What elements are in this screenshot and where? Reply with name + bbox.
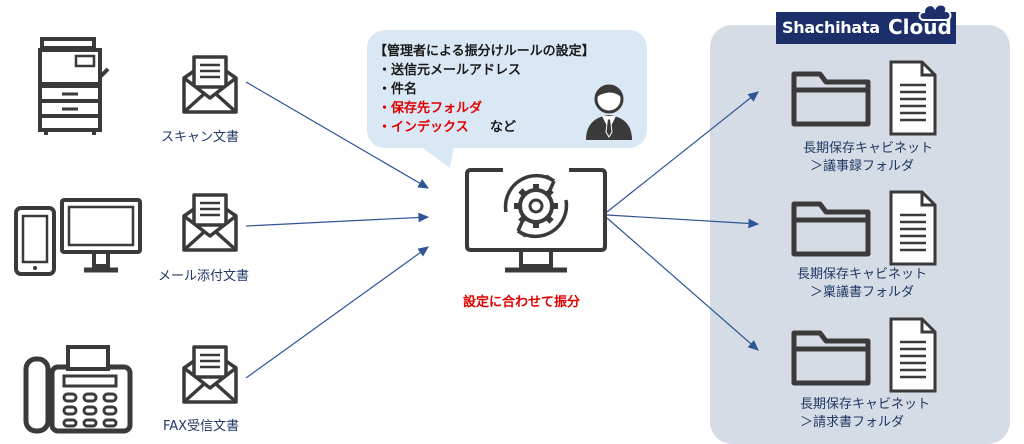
arrow-scan-to-sorter (245, 81, 430, 189)
rule-item-sender-address: ・送信元メールアドレス (378, 63, 522, 78)
fax-machine-icon (22, 343, 134, 435)
rule-title: 【管理者による振分けルールの設定】 (374, 44, 595, 59)
document-icon (888, 59, 938, 137)
rule-item-index: ・インデックス (378, 120, 469, 135)
folder-icon (790, 325, 872, 387)
destination-1-cabinet: 長期保存キャビネット (803, 141, 934, 156)
cloud-storage-panel (710, 25, 1010, 444)
source-label-mail: メール添付文書 (158, 269, 250, 284)
multifunction-printer-icon (36, 35, 110, 137)
arrow-sorter-to-folder-1 (606, 91, 759, 213)
sorter-label: 設定に合わせて振分 (463, 295, 581, 310)
logo-text-shachihata: Shachihata (782, 18, 880, 37)
document-icon (888, 316, 938, 394)
administrator-person-icon (582, 82, 636, 142)
rule-item-subject: ・件名 (378, 82, 418, 97)
monitor-gear-sync-icon (463, 160, 609, 278)
destination-1-folder: ＞議事録フォルダ (810, 159, 915, 174)
arrow-sorter-to-folder-2 (606, 214, 760, 229)
rule-suffix-etc: など (490, 120, 517, 135)
destination-2-folder: ＞稟議書フォルダ (810, 285, 915, 300)
arrow-fax-to-sorter (245, 246, 429, 379)
document-icon (888, 189, 938, 267)
source-label-fax: FAX受信文書 (163, 419, 240, 434)
source-label-scan: スキャン文書 (161, 130, 240, 145)
rule-item-save-folder: ・保存先フォルダ (378, 101, 483, 116)
destination-3-cabinet: 長期保存キャビネット (800, 397, 931, 412)
envelope-letter-icon (180, 54, 240, 116)
destination-3-folder: ＞請求書フォルダ (800, 415, 905, 430)
folder-icon (790, 196, 872, 258)
arrow-sorter-to-folder-3 (606, 217, 759, 351)
arrow-mail-to-sorter (245, 212, 430, 227)
envelope-letter-icon (180, 192, 240, 254)
folder-icon (790, 66, 872, 128)
bubble-tail (420, 146, 454, 168)
destination-2-cabinet: 長期保存キャビネット (797, 267, 928, 282)
computer-tablet-icon (14, 196, 144, 278)
cloud-icon (916, 0, 952, 22)
envelope-letter-icon (180, 344, 240, 406)
